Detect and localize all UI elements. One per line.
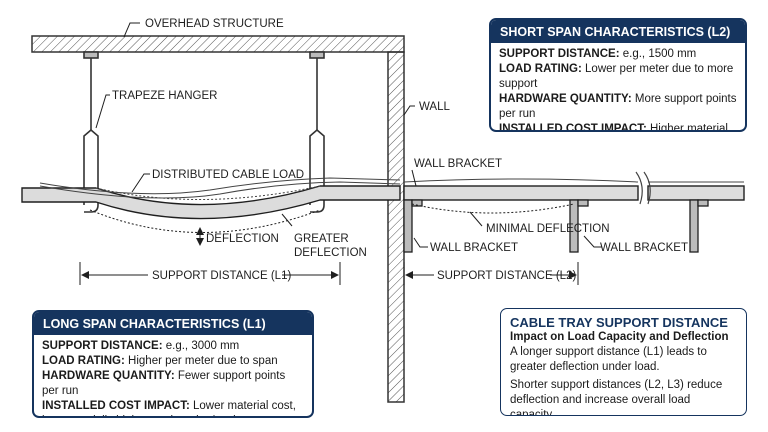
summary-paragraph-2: Shorter support distances (L2, L3) reduc… <box>510 379 723 416</box>
label-wall: WALL <box>419 101 450 113</box>
deflection-indicators <box>89 203 575 233</box>
short-row-load: LOAD RATING: Lower per meter due to more… <box>499 63 734 90</box>
label-wall-bracket-left: WALL BRACKET <box>430 242 518 254</box>
dimension-l2 <box>403 262 579 285</box>
trapeze-hanger-left <box>83 51 99 213</box>
label-greater-deflection-line2: DEFLECTION <box>294 247 367 259</box>
wall-bracket-2 <box>569 199 589 253</box>
short-row-cost: INSTALLED COST IMPACT: Higher material a… <box>499 123 728 132</box>
leader-lines <box>95 22 602 248</box>
summary-paragraph-1: A longer support distance (L1) leads to … <box>510 346 707 373</box>
label-deflection: DEFLECTION <box>206 233 279 245</box>
long-span-box: LONG SPAN CHARACTERISTICS (L1) SUPPORT D… <box>32 310 314 418</box>
wall-bracket-1 <box>403 199 423 253</box>
wall-bracket-3 <box>689 199 709 253</box>
wall <box>387 51 405 403</box>
summary-title: CABLE TRAY SUPPORT DISTANCE <box>510 315 728 330</box>
label-distributed-cable-load: DISTRIBUTED CABLE LOAD <box>152 169 304 181</box>
label-minimal-deflection: MINIMAL DEFLECTION <box>486 223 610 235</box>
long-row-support: SUPPORT DISTANCE: e.g., 3000 mm <box>42 340 240 352</box>
long-row-cost: INSTALLED COST IMPACT: Lower material co… <box>42 400 296 416</box>
summary-subtitle: Impact on Load Capacity and Deflection <box>510 331 729 343</box>
cable-tray-short-span <box>403 171 745 205</box>
overhead-structure <box>31 35 405 53</box>
label-overhead-structure: OVERHEAD STRUCTURE <box>145 18 284 30</box>
label-support-distance-l1: SUPPORT DISTANCE (L1) <box>152 270 291 282</box>
dimension-l1 <box>79 262 341 285</box>
label-wall-bracket-top: WALL BRACKET <box>414 158 502 170</box>
cable-tray-long-span <box>21 177 401 220</box>
long-row-load: LOAD RATING: Higher per meter due to spa… <box>42 355 278 367</box>
label-greater-deflection-line1: GREATER <box>294 233 349 245</box>
short-span-title: SHORT SPAN CHARACTERISTICS (L2) <box>491 20 745 43</box>
trapeze-hanger-right <box>309 51 325 213</box>
summary-box: CABLE TRAY SUPPORT DISTANCE Impact on Lo… <box>500 308 747 416</box>
short-span-box: SHORT SPAN CHARACTERISTICS (L2) SUPPORT … <box>489 18 747 132</box>
short-row-hardware: HARDWARE QUANTITY: More support points p… <box>499 93 737 120</box>
long-row-hardware: HARDWARE QUANTITY: Fewer support points … <box>42 370 286 397</box>
label-wall-bracket-right: WALL BRACKET <box>600 242 688 254</box>
long-span-title: LONG SPAN CHARACTERISTICS (L1) <box>34 312 312 335</box>
label-trapeze-hanger: TRAPEZE HANGER <box>112 90 217 102</box>
label-support-distance-l2: SUPPORT DISTANCE (L2) <box>437 270 576 282</box>
short-row-support: SUPPORT DISTANCE: e.g., 1500 mm <box>499 48 697 60</box>
